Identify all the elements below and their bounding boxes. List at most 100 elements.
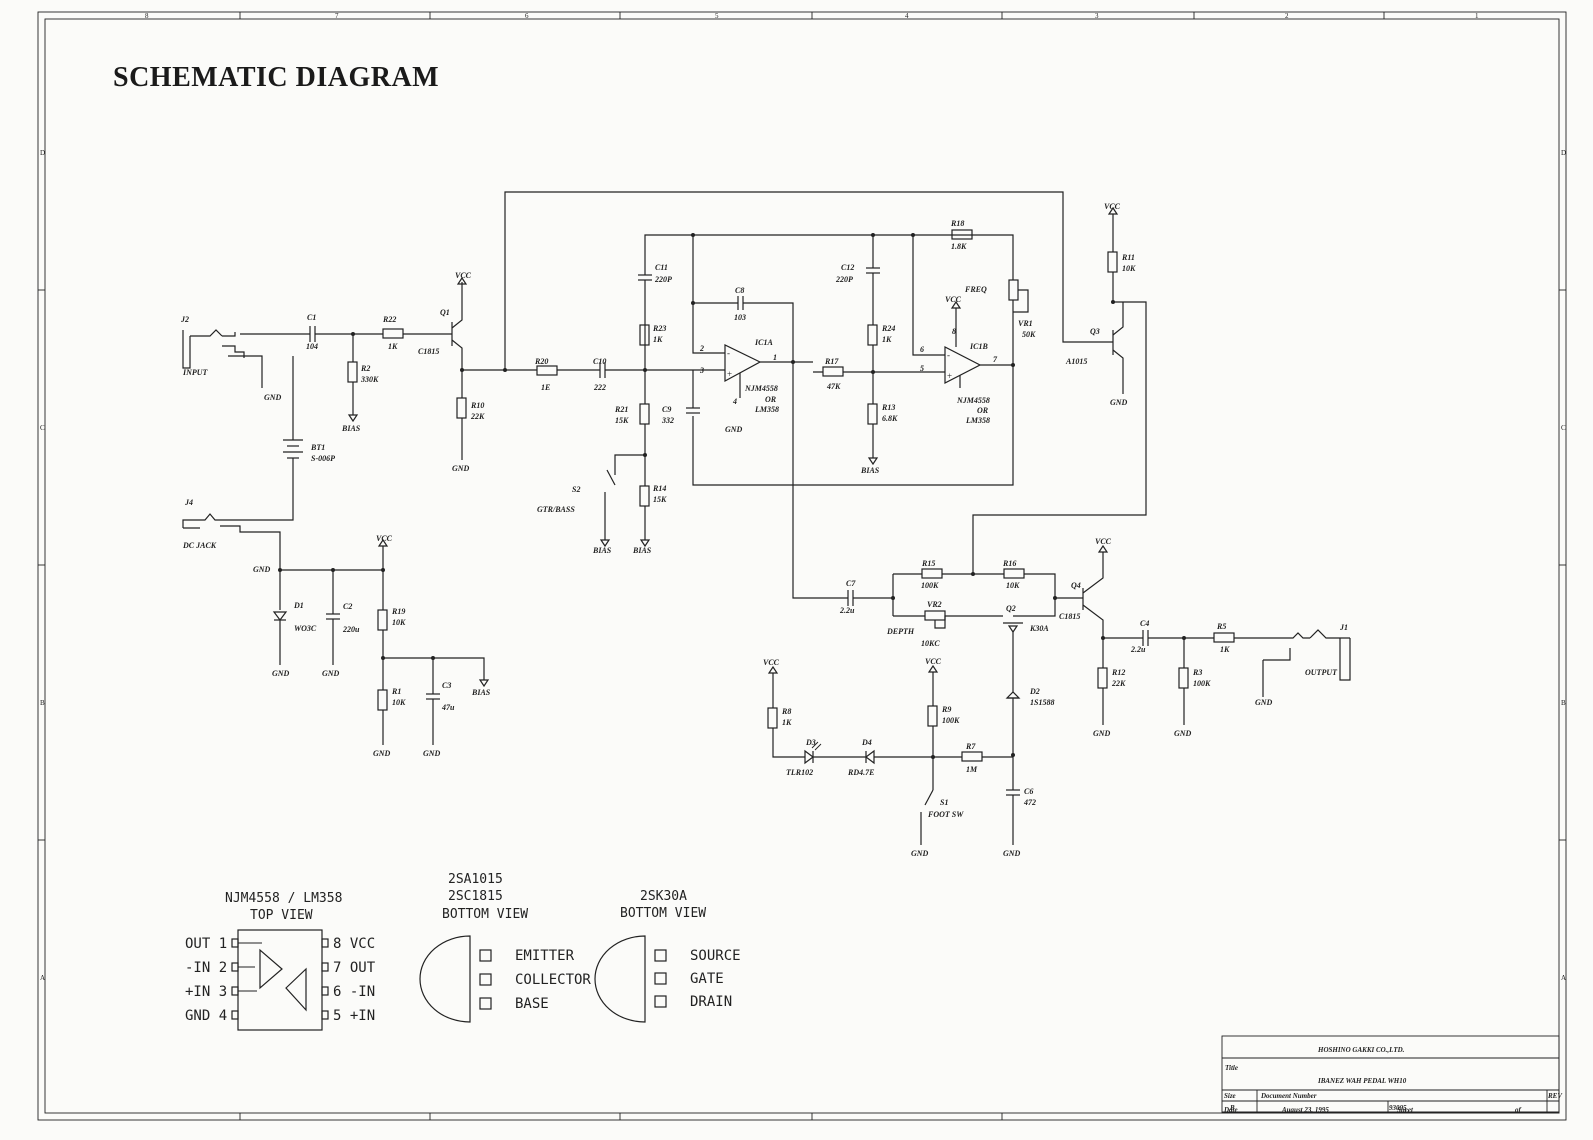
c8-label: C8 [735, 286, 744, 295]
c9-value: 332 [661, 416, 674, 425]
border-num-4: 4 [905, 12, 909, 20]
drawing-border: 8 7 6 5 4 3 2 1 D C B A D C B A [37, 11, 1567, 1121]
j1-label: J1 [1339, 623, 1348, 632]
r9-label: R9 [941, 705, 951, 714]
gnd-c2: GND [322, 669, 340, 678]
d3-value: TLR102 [786, 768, 813, 777]
j4-label: J4 [184, 498, 193, 507]
bjt-pinout-title1: 2SA1015 [448, 872, 503, 887]
r5-label: R5 [1216, 622, 1226, 631]
ic-pin-right-8: 8 VCC [333, 936, 375, 952]
tb-of-label: of [1515, 1106, 1522, 1114]
tb-size-value: B [1229, 1104, 1235, 1112]
vcc-r8: VCC [763, 658, 780, 667]
ic1a-pin1: 1 [773, 353, 777, 362]
gnd-ic1a: GND [725, 425, 743, 434]
fet-pin-gate: GATE [690, 971, 724, 987]
gnd-r1: GND [373, 749, 391, 758]
s1-name: FOOT SW [927, 810, 964, 819]
r8-label: R8 [781, 707, 791, 716]
q1-label: Q1 [440, 308, 450, 317]
c6-label: C6 [1024, 787, 1033, 796]
ic-pin-left-3: +IN 3 [185, 984, 227, 1000]
j2-label: J2 [180, 315, 189, 324]
gnd-r12: GND [1093, 729, 1111, 738]
ic1b-pin6: 6 [920, 345, 924, 354]
border-letter-d: D [40, 149, 45, 157]
c1-value: 104 [306, 342, 318, 351]
gnd-r10: GND [452, 464, 470, 473]
ic-pinout-title: NJM4558 / LM358 [225, 891, 342, 906]
border-letter-c: C [40, 424, 45, 432]
ic-pin-right-6: 6 -IN [333, 984, 375, 1000]
vcc-ic1b: VCC [945, 295, 962, 304]
r16-label: R16 [1002, 559, 1016, 568]
fet-pinout-title: 2SK30A [640, 889, 687, 904]
border-num-7: 7 [335, 12, 339, 20]
q4-label: Q4 [1071, 581, 1081, 590]
dc-jack-label: DC JACK [182, 541, 217, 550]
input-label: INPUT [182, 368, 209, 377]
border-num-3: 3 [1095, 12, 1099, 20]
ic1a-pin4: 4 [732, 397, 737, 406]
vr1-value: 50K [1022, 330, 1036, 339]
border-letter-a: A [40, 974, 45, 982]
bias-c3: BIAS [471, 688, 491, 697]
title-block: HOSHINO GAKKI CO.,LTD. Title IBANEZ WAH … [1221, 1035, 1563, 1114]
r15-label: R15 [921, 559, 935, 568]
ic1a-pin2: 2 [699, 344, 704, 353]
r24-value: 1K [882, 335, 892, 344]
s2-name: GTR/BASS [537, 505, 575, 514]
ic1b-type: NJM4558 [956, 396, 990, 405]
r3-label: R3 [1192, 668, 1202, 677]
fet-pinout-subtitle: BOTTOM VIEW [620, 906, 706, 921]
bjt-pinout-subtitle: BOTTOM VIEW [442, 907, 528, 922]
ic1a-alt: LM358 [754, 405, 779, 414]
d3-label: D3 [805, 738, 816, 747]
border-num-6: 6 [525, 12, 529, 20]
r2-label: R2 [360, 364, 370, 373]
border-num-5: 5 [715, 12, 719, 20]
r13-label: R13 [881, 403, 895, 412]
r18-value: 1.8K [951, 242, 967, 251]
bias-r13: BIAS [860, 466, 880, 475]
ic1b-minus: - [947, 350, 950, 360]
q2-label: Q2 [1006, 604, 1016, 613]
ic-pin-left-2: -IN 2 [185, 960, 227, 976]
r12-label: R12 [1111, 668, 1125, 677]
gnd-r3: GND [1174, 729, 1192, 738]
c10-value: 222 [593, 383, 606, 392]
depth-label: DEPTH [886, 627, 915, 636]
c12-value: 220P [835, 275, 853, 284]
bt1-label: BT1 [310, 443, 325, 452]
d4-value: RD4.7E [847, 768, 874, 777]
vr1-label: VR1 [1018, 319, 1033, 328]
gnd-d1: GND [272, 669, 290, 678]
r17-value: 47K [826, 382, 841, 391]
border-num-2: 2 [1285, 12, 1289, 20]
q1-type: C1815 [418, 347, 439, 356]
bjt-pin-base: BASE [515, 996, 549, 1012]
r7-label: R7 [965, 742, 976, 751]
ic-pin-left-4: GND 4 [185, 1008, 227, 1024]
fet-pinout: 2SK30A BOTTOM VIEW SOURCE GATE DRAIN [594, 889, 741, 1023]
vcc-q4: VCC [1095, 537, 1112, 546]
d2-label: D2 [1029, 687, 1040, 696]
ic1a-minus: - [727, 348, 730, 358]
tb-docnum-label: Document Number [1260, 1092, 1317, 1100]
r21-value: 15K [615, 416, 629, 425]
border-letter-b: B [40, 699, 45, 707]
r10-label: R10 [470, 401, 484, 410]
gnd-s1: GND [911, 849, 929, 858]
q2-type: K30A [1029, 624, 1049, 633]
r24-label: R24 [881, 324, 895, 333]
tb-company: HOSHINO GAKKI CO.,LTD. [1317, 1046, 1405, 1054]
q3-label: Q3 [1090, 327, 1100, 336]
bias-s2: BIAS [592, 546, 612, 555]
output-buffer-section: VCC R11 10K Q3 A1015 GND C7 2.2u R15 100… [763, 202, 1351, 858]
ic1b-pin8: 8 [952, 327, 956, 336]
r9-value: 100K [942, 716, 960, 725]
r14-label: R14 [652, 484, 666, 493]
tb-rev-label: REV [1547, 1092, 1563, 1100]
c11-label: C11 [655, 263, 668, 272]
